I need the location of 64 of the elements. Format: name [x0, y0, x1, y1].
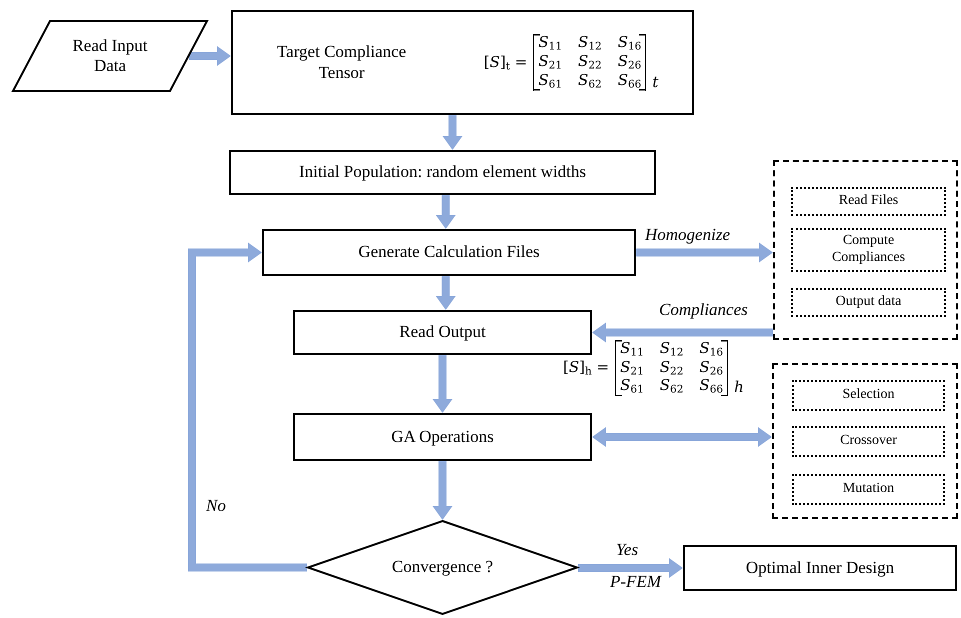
arrow: [188, 242, 307, 572]
subprocess-box: [792, 474, 945, 505]
box-label: Read Output: [399, 322, 486, 343]
arrow: [432, 461, 452, 520]
box-label: Output data: [836, 294, 902, 311]
matrix-entry: S$_{16}$: [699, 340, 724, 359]
subprocess-box: [791, 288, 946, 317]
subprocess-box: [791, 187, 946, 216]
matrix-entry: S$_{21}$: [620, 358, 644, 378]
arrow: [592, 322, 773, 342]
matrix-symbol: [S]$_{h}$ =: [563, 358, 610, 378]
matrix-entry: S$_{66}$: [699, 377, 724, 396]
box-label: Read Input Data: [71, 36, 149, 76]
box-title: Target Compliance Tensor: [276, 42, 408, 83]
process-box: [231, 10, 694, 115]
matrix-entry: S$_{62}$: [660, 377, 684, 396]
edge-label: Compliances: [657, 300, 750, 320]
box-label: Mutation: [842, 481, 894, 498]
process-box: [293, 310, 592, 355]
matrix-entry: S$_{12}$: [578, 34, 602, 54]
matrix-subscript: h: [734, 378, 744, 396]
input-parallelogram: [12, 20, 208, 92]
process-box: [262, 229, 636, 276]
arrow: [636, 242, 773, 262]
process-box: [229, 150, 656, 195]
dashed-group-box: [772, 363, 958, 519]
matrix-entry: S$_{26}$: [618, 53, 642, 72]
box-label: Convergence ?: [390, 557, 494, 578]
matrix-entry: S$_{61}$: [538, 72, 562, 91]
matrix-entry: S$_{11}$: [538, 34, 562, 54]
subprocess-box: [791, 228, 946, 272]
matrix-entry: S$_{11}$: [620, 340, 644, 359]
matrix-entry: S$_{22}$: [578, 53, 602, 72]
arrow: [442, 115, 462, 150]
arrow: [578, 558, 683, 578]
arrow: [592, 427, 772, 447]
matrix-entry: S$_{62}$: [578, 72, 602, 91]
matrix-subscript: t: [652, 72, 658, 91]
matrix-symbol: [S]$_{t}$ =: [484, 52, 528, 72]
box-label: Read Files: [838, 193, 898, 210]
matrix-entry: S$_{26}$: [699, 358, 724, 378]
arrow: [189, 46, 231, 66]
arrow: [436, 195, 456, 229]
subprocess-box: [792, 426, 945, 457]
arrow: [432, 355, 452, 413]
matrix-entry: S$_{21}$: [538, 53, 562, 72]
box-label: Compute Compliances: [830, 233, 906, 267]
box-label: Generate Calculation Files: [358, 242, 540, 263]
box-label: Initial Population: random element widths: [298, 162, 586, 183]
box-label: Crossover: [840, 433, 897, 450]
matrix-entry: S$_{22}$: [660, 358, 684, 378]
matrix-entry: S$_{16}$: [618, 34, 642, 54]
box-label: GA Operations: [391, 426, 494, 448]
dashed-group-box: [773, 160, 958, 340]
decision-diamond: [307, 520, 578, 615]
subprocess-box: [792, 380, 945, 411]
matrix-entry: S$_{61}$: [620, 377, 644, 396]
box-label: Optimal Inner Design: [746, 558, 894, 578]
box-label: Selection: [842, 387, 895, 404]
matrix-entry: S$_{12}$: [660, 340, 684, 359]
arrow: [436, 276, 456, 310]
matrix-entry: S$_{66}$: [618, 72, 642, 91]
process-box: [683, 545, 957, 591]
process-box: [293, 413, 592, 461]
